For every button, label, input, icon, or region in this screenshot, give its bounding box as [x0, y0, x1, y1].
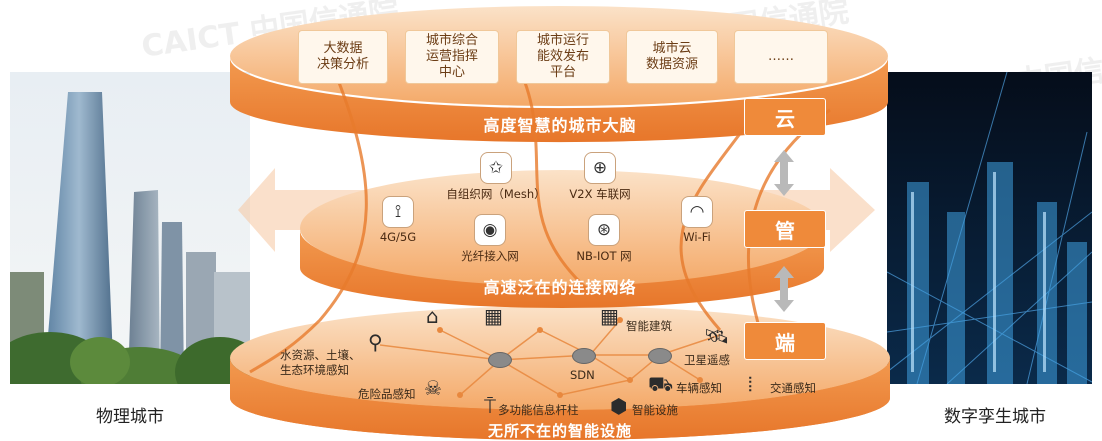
- digital-twin-city-caption: 数字孪生城市: [944, 407, 1046, 427]
- cloud-box-command-center: 城市综合 运营指挥 中心: [405, 30, 499, 84]
- layer-cloud-label: 云: [744, 98, 826, 136]
- globe-car-icon: ⊕: [584, 152, 616, 184]
- facility-label: 智能设施: [632, 403, 678, 417]
- cloud-layer-title: 高度智慧的城市大脑: [483, 116, 637, 135]
- danger-label: 危险品感知: [358, 387, 416, 401]
- water-soil-label: 水资源、土壤、 生态环境感知: [280, 348, 361, 377]
- cloud-box-more: ……: [734, 30, 828, 84]
- router-icon: [488, 352, 512, 368]
- fiber-icon: ◉: [474, 214, 506, 246]
- wifi-icon: ◠: [681, 196, 713, 228]
- terminal-layer-title: 无所不在的智能设施: [487, 422, 632, 440]
- water-tap-icon: ⚲: [368, 330, 383, 354]
- router-icon: [648, 348, 672, 364]
- network-layer-title: 高速泛在的连接网络: [483, 278, 637, 297]
- info-pole-icon: ⍑: [484, 394, 496, 418]
- traffic-label: 交通感知: [770, 381, 816, 395]
- net-item-v2x: ⊕ V2X 车联网: [560, 152, 640, 202]
- mesh-icon: ✩: [480, 152, 512, 184]
- layer-end-label: 端: [744, 322, 826, 360]
- building-icon: ▦: [484, 304, 503, 328]
- physical-city-caption: 物理城市: [96, 407, 164, 427]
- router-icon: [572, 348, 596, 364]
- smart-building-icon: ▦: [600, 304, 619, 328]
- satellite-label: 卫星遥感: [684, 353, 730, 367]
- vehicle-icon: ⛟: [648, 372, 674, 396]
- satellite-icon: 🛰: [704, 324, 730, 348]
- net-item-fiber: ◉ 光纤接入网: [448, 214, 532, 264]
- layer-pipe-label: 管: [744, 210, 826, 248]
- net-item-wifi: ◠ Wi-Fi: [672, 196, 722, 244]
- smart-facility-icon: ⬢: [610, 394, 628, 418]
- pole-label: 多功能信息杆柱: [498, 403, 579, 417]
- cloud-box-energy-platform: 城市运行 能效发布 平台: [516, 30, 610, 84]
- net-item-4g5g: ⟟ 4G/5G: [368, 196, 428, 244]
- cloud-box-decision: 大数据 决策分析: [298, 30, 388, 84]
- sdn-label: SDN: [570, 368, 595, 382]
- house-icon: ⌂: [426, 304, 439, 328]
- antenna-icon: ⟟: [382, 196, 414, 228]
- vehicle-label: 车辆感知: [676, 381, 722, 395]
- smart-building-label: 智能建筑: [626, 319, 672, 333]
- net-item-nbiot: ⊛ NB-IOT 网: [564, 214, 644, 264]
- cloud-box-data-resources: 城市云 数据资源: [626, 30, 718, 84]
- traffic-light-icon: ⦙: [748, 372, 753, 396]
- digital-twin-city-photo: [887, 72, 1092, 384]
- nbiot-icon: ⊛: [588, 214, 620, 246]
- skull-icon: ☠: [424, 376, 442, 400]
- net-item-mesh: ✩ 自组织网（Mesh）: [436, 152, 556, 202]
